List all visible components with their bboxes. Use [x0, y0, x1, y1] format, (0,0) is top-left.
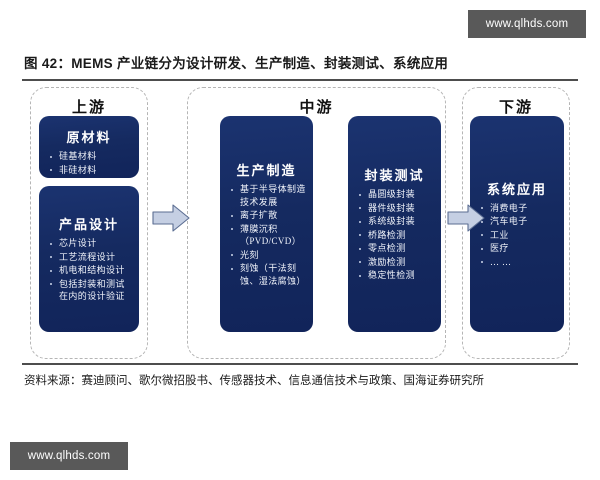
title-divider	[22, 79, 578, 81]
box-manufacturing[interactable]: 生产制造 基于半导体制造技术发展 离子扩散 薄膜沉积（PVD/CVD） 光刻 刻…	[220, 116, 313, 332]
box-title-system-application: 系统应用	[486, 181, 547, 197]
value-chain-diagram: 上游 原材料 硅基材料 非硅材料 产品设计 芯片设计	[22, 81, 578, 363]
list-item: 基于半导体制造技术发展	[227, 183, 306, 208]
figure-container: 图 42：MEMS 产业链分为设计研发、生产制造、封装测试、系统应用 上游 原材…	[22, 52, 578, 410]
list-manufacturing: 基于半导体制造技术发展 离子扩散 薄膜沉积（PVD/CVD） 光刻 刻蚀（干法刻…	[227, 183, 306, 288]
stage-midstream: 中游 生产制造 基于半导体制造技术发展 离子扩散 薄膜沉积（PVD/CVD） 光…	[187, 87, 515, 359]
stage-label-midstream: 中游	[299, 100, 334, 116]
list-item: 薄膜沉积（PVD/CVD）	[227, 223, 306, 248]
list-item: 晶圆级封装	[355, 188, 434, 201]
list-item: 刻蚀（干法刻蚀、湿法腐蚀）	[227, 262, 306, 287]
list-item: 芯片设计	[46, 237, 132, 250]
box-title-raw-materials: 原材料	[66, 130, 112, 145]
box-title-manufacturing: 生产制造	[236, 163, 297, 178]
box-title-packaging-testing: 封装测试	[364, 168, 425, 184]
page-title: 图 42：MEMS 产业链分为设计研发、生产制造、封装测试、系统应用	[24, 56, 449, 71]
list-item: 零点检测	[355, 242, 434, 255]
list-item: 稳定性检测	[355, 269, 434, 282]
list-item: 机电和结构设计	[46, 264, 132, 277]
list-item: 离子扩散	[227, 209, 306, 222]
list-item: … …	[477, 256, 557, 269]
list-item: 汽车电子	[477, 215, 557, 228]
stage-upstream: 上游 原材料 硅基材料 非硅材料 产品设计 芯片设计	[30, 87, 148, 359]
list-packaging-testing: 晶圆级封装 器件级封装 系统级封装 桥路检测 零点检测 激励检测 稳定性检测	[355, 188, 434, 283]
arrow-upstream-to-midstream	[151, 203, 191, 233]
watermark-top: www.qlhds.com	[468, 10, 586, 38]
box-product-design[interactable]: 产品设计 芯片设计 工艺流程设计 机电和结构设计 包括封装和测试在内的设计验证	[39, 186, 139, 332]
list-item: 工艺流程设计	[46, 251, 132, 264]
watermark-bottom: www.qlhds.com	[10, 442, 128, 470]
figure-source: 资料来源：赛迪顾问、歌尔微招股书、传感器技术、信息通信技术与政策、国海证券研究所	[24, 375, 484, 387]
stage-downstream: 下游 系统应用 消费电子 汽车电子 工业 医疗 … …	[462, 87, 570, 359]
list-item: 医疗	[477, 242, 557, 255]
list-product-design: 芯片设计 工艺流程设计 机电和结构设计 包括封装和测试在内的设计验证	[46, 237, 132, 304]
box-system-application[interactable]: 系统应用 消费电子 汽车电子 工业 医疗 … …	[470, 116, 564, 332]
box-packaging-testing[interactable]: 封装测试 晶圆级封装 器件级封装 系统级封装 桥路检测 零点检测 激励检测 稳定…	[348, 116, 441, 332]
list-item: 光刻	[227, 249, 306, 262]
arrow-midstream-to-downstream	[446, 203, 486, 233]
source-divider	[22, 363, 578, 365]
list-item: 器件级封装	[355, 202, 434, 215]
box-title-product-design: 产品设计	[58, 217, 119, 233]
box-raw-materials[interactable]: 原材料 硅基材料 非硅材料	[39, 116, 139, 178]
list-item: 消费电子	[477, 202, 557, 215]
stage-label-downstream: 下游	[498, 100, 533, 116]
right-arrow-icon	[447, 204, 485, 232]
list-item: 系统级封装	[355, 215, 434, 228]
list-raw-materials: 硅基材料 非硅材料	[46, 150, 132, 177]
stage-label-upstream: 上游	[71, 100, 106, 116]
right-arrow-icon	[152, 204, 190, 232]
list-item: 包括封装和测试在内的设计验证	[46, 278, 132, 303]
list-item: 硅基材料	[46, 150, 132, 163]
list-item: 工业	[477, 229, 557, 242]
list-system-application: 消费电子 汽车电子 工业 医疗 … …	[477, 202, 557, 270]
list-item: 桥路检测	[355, 229, 434, 242]
list-item: 激励检测	[355, 256, 434, 269]
list-item: 非硅材料	[46, 164, 132, 177]
